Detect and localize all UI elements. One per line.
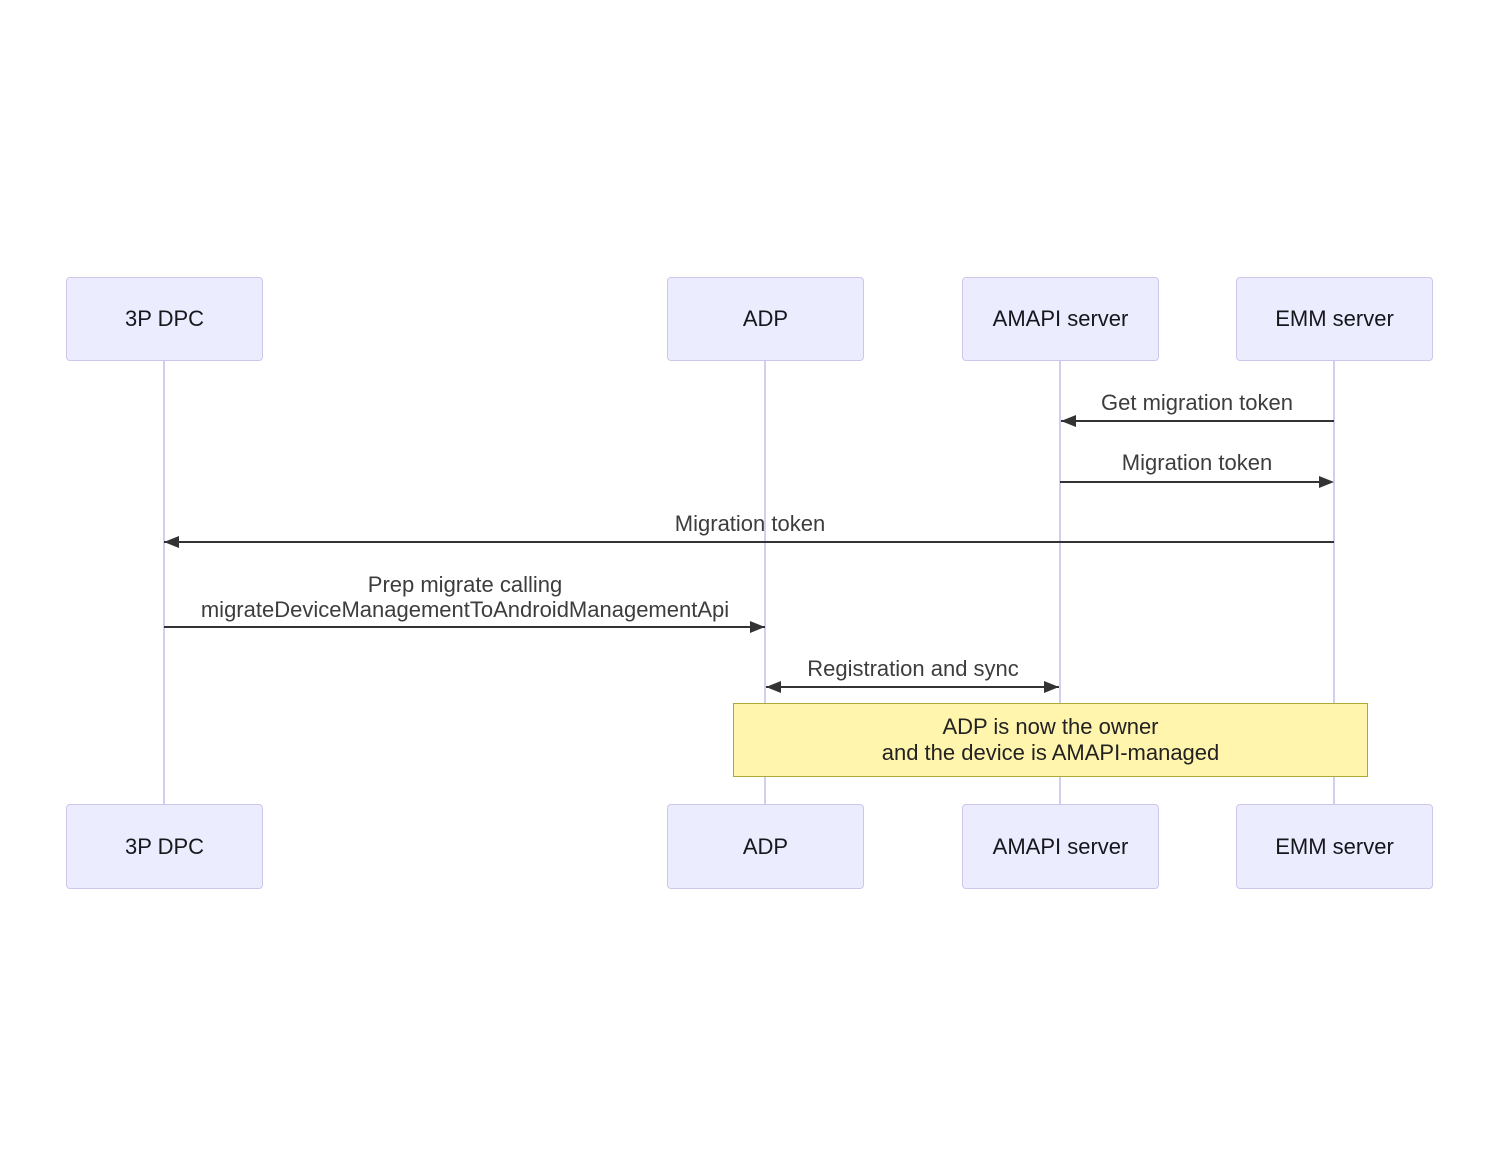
actor-box-adp-bottom: ADP: [667, 804, 864, 889]
message-line: [1061, 420, 1334, 422]
actor-box-emm-server-top: EMM server: [1236, 277, 1433, 361]
actor-box-adp-top: ADP: [667, 277, 864, 361]
message-label-line2: migrateDeviceManagementToAndroidManageme…: [200, 597, 730, 622]
message-label-prep-migrate: Prep migrate calling migrateDeviceManage…: [201, 572, 729, 622]
actor-box-3p-dpc-top: 3P DPC: [66, 277, 263, 361]
lifeline-emm-server: [1333, 361, 1335, 804]
actor-box-3p-dpc-bottom: 3P DPC: [66, 804, 263, 889]
actor-label: 3P DPC: [124, 306, 205, 331]
lifeline-adp: [764, 361, 766, 804]
note-box: ADP is now the owner and the device is A…: [733, 703, 1368, 777]
message-label-migration-token-to-emm: Migration token: [1121, 450, 1273, 475]
actor-label: AMAPI server: [992, 306, 1129, 331]
actor-label: AMAPI server: [992, 833, 1129, 859]
arrowhead-right-icon: [750, 621, 765, 633]
actor-box-amapi-server-bottom: AMAPI server: [962, 804, 1159, 889]
message-line: [1060, 481, 1319, 483]
actor-label: 3P DPC: [124, 833, 205, 859]
arrowhead-left-icon: [164, 536, 179, 548]
actor-box-amapi-server-top: AMAPI server: [962, 277, 1159, 361]
lifeline-amapi-server: [1059, 361, 1061, 804]
message-label-line1: Prep migrate calling: [367, 572, 563, 597]
message-label-registration-and-sync: Registration and sync: [807, 656, 1019, 681]
message-label-get-migration-token: Get migration token: [1101, 390, 1293, 415]
actor-label: ADP: [742, 306, 789, 331]
actor-label: EMM server: [1275, 833, 1394, 859]
arrowhead-right-icon: [1319, 476, 1334, 488]
note-line2: and the device is AMAPI-managed: [881, 740, 1220, 765]
note-line1: ADP is now the owner: [942, 714, 1159, 739]
arrowhead-left-icon: [766, 681, 781, 693]
message-line: [766, 686, 1059, 688]
actor-box-emm-server-bottom: EMM server: [1236, 804, 1433, 889]
message-label-migration-token-to-dpc: Migration token: [674, 511, 826, 536]
message-line: [164, 541, 1334, 543]
actor-label: ADP: [742, 833, 789, 859]
arrowhead-right-icon: [1044, 681, 1059, 693]
lifeline-3p-dpc: [163, 361, 165, 804]
message-line: [164, 626, 765, 628]
arrowhead-left-icon: [1061, 415, 1076, 427]
actor-label: EMM server: [1275, 306, 1394, 331]
